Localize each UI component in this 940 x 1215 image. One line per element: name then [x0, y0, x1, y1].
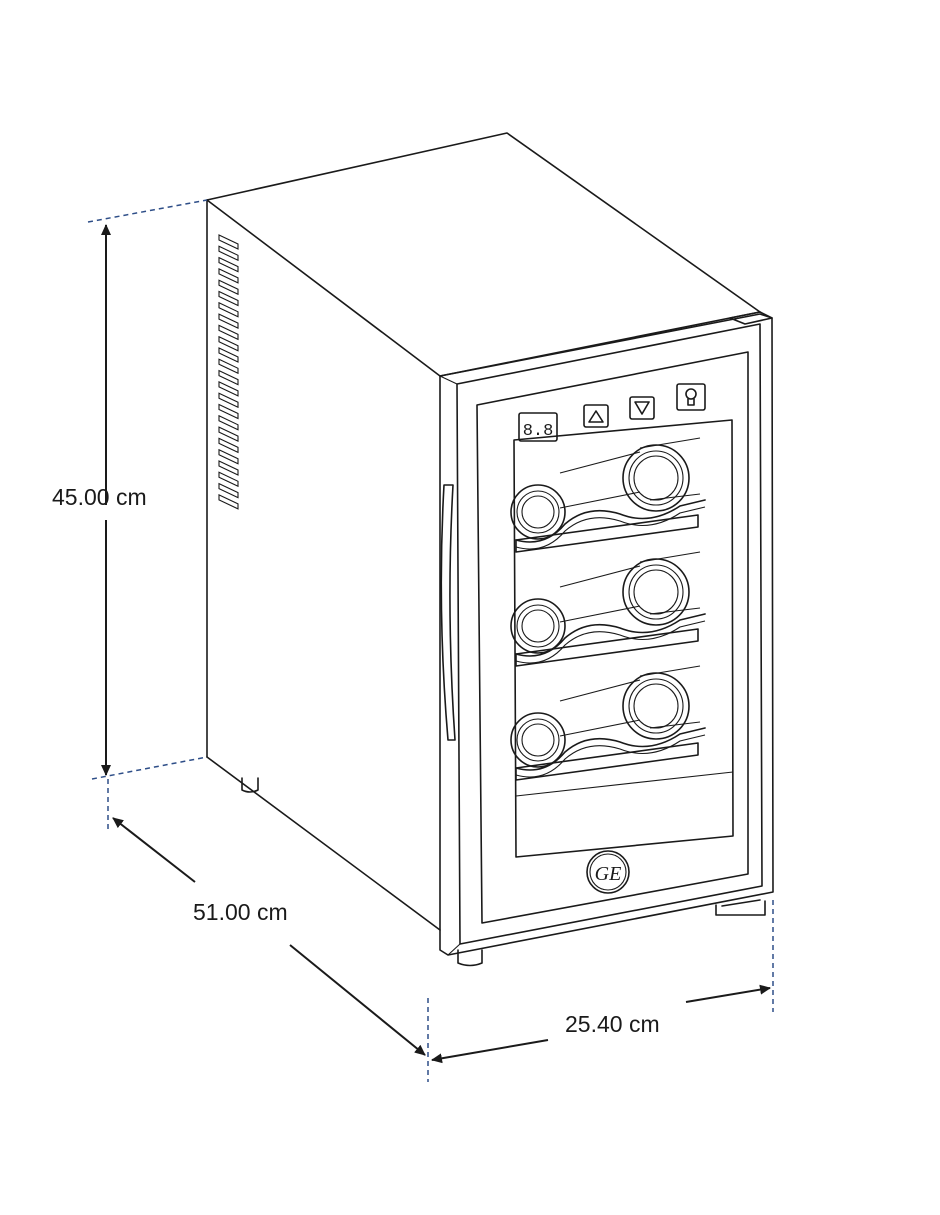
height-dimension-label: 45.00 cm [52, 484, 147, 510]
vent-slot [218, 494, 239, 510]
width-dimension-label: 25.40 cm [565, 1011, 660, 1037]
vent-slot [218, 403, 239, 420]
display-readout: 8.8 [523, 422, 554, 441]
door-handle [440, 484, 456, 741]
vent-slot [218, 358, 239, 375]
bottle-racks [510, 437, 734, 797]
bottle-row [510, 551, 706, 667]
dimension-height [87, 199, 208, 780]
dimension-width [431, 900, 774, 1064]
logo-monogram: GE [595, 863, 622, 885]
side-vent-grille [218, 234, 239, 510]
digital-display-icon [518, 412, 558, 442]
bottle-row [510, 665, 706, 781]
wine-bottle [622, 444, 690, 512]
vent-slot [218, 335, 239, 352]
glass-window [513, 419, 734, 858]
vent-slot [218, 448, 239, 465]
vent-slot [218, 347, 239, 363]
wine-bottle [622, 558, 690, 626]
vent-slot [218, 245, 239, 262]
ge-logo: GE [586, 850, 630, 894]
wine-bottle [622, 672, 690, 740]
vent-slot [218, 426, 239, 442]
vent-slot [218, 301, 239, 318]
vent-slot [218, 392, 239, 409]
vent-slot [218, 471, 239, 488]
vent-slot [218, 369, 239, 386]
bottle-row [510, 437, 706, 553]
vent-slot [218, 279, 239, 296]
vent-slot [218, 437, 239, 454]
shelf [515, 514, 699, 553]
wine-bottle [510, 598, 566, 654]
vent-slot [218, 268, 239, 284]
vent-slot [218, 256, 239, 273]
vent-slot [218, 290, 239, 307]
door [439, 313, 774, 956]
wine-bottle [510, 484, 566, 540]
wavy-rack [515, 727, 706, 771]
arrow-down-icon [629, 396, 655, 420]
vent-slot [218, 414, 239, 431]
vent-slot [218, 234, 239, 250]
vent-slot [218, 482, 239, 499]
vent-slot [218, 460, 239, 476]
control-panel: 8.8 [518, 383, 706, 442]
wine-bottle [510, 712, 566, 768]
wavy-rack [515, 499, 706, 543]
depth-dimension-label: 51.00 cm [193, 899, 288, 925]
vent-slot [218, 381, 239, 397]
vent-slot [218, 313, 239, 329]
light-bulb-icon [676, 383, 706, 411]
cabinet-feet [241, 777, 766, 967]
dimension-depth [107, 779, 429, 1082]
vent-slot [218, 324, 239, 341]
wavy-rack [515, 613, 706, 657]
shelf [515, 628, 699, 667]
shelf [515, 742, 699, 781]
arrow-up-icon [583, 404, 609, 428]
